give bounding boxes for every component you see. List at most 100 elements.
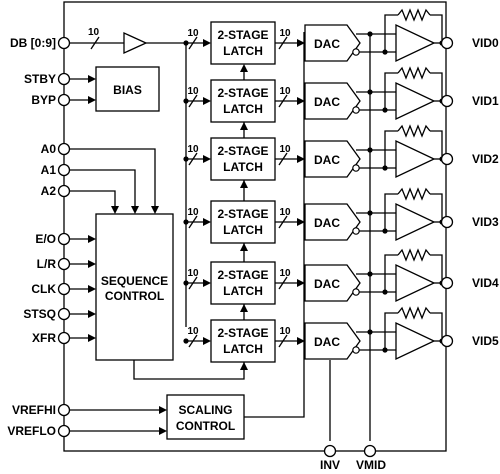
scaling-control-block: SCALING CONTROL: [70, 352, 305, 440]
bus-width-label: 10: [187, 207, 199, 218]
output-amplifier: [395, 202, 436, 242]
latch-label-1: 2-STAGE: [217, 268, 268, 282]
latch-block: [210, 319, 276, 363]
vmid-junction: [367, 210, 373, 216]
dac-label: DAC: [314, 277, 340, 291]
dac-arrow: [297, 155, 305, 163]
bus-width-label: 10: [88, 27, 100, 38]
latch-block: [210, 200, 276, 244]
latch-label-2: LATCH: [223, 102, 263, 116]
dac-label: DAC: [314, 335, 340, 349]
bus-slash: [188, 334, 198, 348]
vmid-junction: [367, 89, 373, 95]
bus-arrow: [203, 39, 211, 47]
output-amplifier: [395, 139, 436, 179]
dac-arrow: [297, 39, 305, 47]
latch-clock-arrow: [240, 180, 248, 188]
feedback-resistor: [397, 8, 431, 22]
bus-arrow: [203, 279, 211, 287]
feedback-wire: [384, 193, 398, 231]
feedback-return: [430, 254, 443, 283]
dac-bus-slash: [278, 94, 288, 108]
latch-label-1: 2-STAGE: [217, 28, 268, 42]
bus-width-label: 10: [279, 207, 291, 218]
bus-slash: [188, 276, 198, 290]
latch-block: [210, 261, 276, 305]
bottom-pin-inv: [323, 444, 337, 458]
dac-arrow: [297, 337, 305, 345]
bus-arrow: [203, 218, 211, 226]
latch-label-2: LATCH: [223, 44, 263, 58]
right-pin-vid4: [440, 276, 454, 290]
latch-label-1: 2-STAGE: [217, 86, 268, 100]
dac-out-neg-bubble: [352, 106, 360, 114]
dac-out-neg-bubble: [352, 227, 360, 235]
latch-label-1: 2-STAGE: [217, 326, 268, 340]
bus-width-label: 10: [187, 326, 199, 337]
pin-label-vid3: VID3: [472, 215, 499, 229]
pin-label-vid2: VID2: [472, 152, 499, 166]
dac-label: DAC: [314, 95, 340, 109]
right-pin-vid2: [440, 152, 454, 166]
feedback-return: [430, 312, 443, 341]
bus-arrow: [203, 337, 211, 345]
pin-label-a0: A0: [41, 142, 57, 156]
latch-label-2: LATCH: [223, 284, 263, 298]
bias-block: BIAS: [70, 66, 160, 112]
dac-label: DAC: [314, 216, 340, 230]
sequence-control-block: SEQUENCE CONTROL: [70, 213, 174, 361]
latch-clock-arrow: [240, 64, 248, 72]
vmid-junction: [367, 329, 373, 335]
output-amplifier: [395, 321, 436, 361]
bias-label: BIAS: [113, 83, 142, 97]
pin-label-byp: BYP: [31, 93, 56, 107]
left-pin-10: [57, 331, 71, 345]
pin-label-vreflo: VREFLO: [7, 424, 56, 438]
feedback-return: [430, 14, 443, 43]
bottom-pin-vmid: [363, 444, 377, 458]
feedback-wire: [384, 254, 398, 292]
latch-label-2: LATCH: [223, 223, 263, 237]
pin-label-vrefhi: VREFHI: [12, 403, 56, 417]
latch-label-1: 2-STAGE: [217, 144, 268, 158]
bus-width-label: 10: [187, 144, 199, 155]
left-pin-11: [57, 403, 71, 417]
dac-label: DAC: [314, 37, 340, 51]
scaling-label-1: SCALING: [179, 403, 233, 417]
bus-arrow: [203, 97, 211, 105]
dac-out-neg-bubble: [352, 48, 360, 56]
bus-slash: [188, 215, 198, 229]
pin-label-a2: A2: [41, 184, 57, 198]
pin-label-vid1: VID1: [472, 94, 499, 108]
feedback-wire: [384, 312, 398, 350]
dac-out-neg-bubble: [352, 164, 360, 172]
left-pin-2: [57, 93, 71, 107]
latch-label-2: LATCH: [223, 160, 263, 174]
pin-label-a1: A1: [41, 163, 57, 177]
pin-label-xfr: XFR: [32, 331, 56, 345]
bottom-pin-labels: INV VMID: [320, 458, 386, 472]
dac-bus-slash: [278, 276, 288, 290]
right-pin-vid0: [440, 36, 454, 50]
feedback-return: [430, 193, 443, 222]
feedback-return: [430, 72, 443, 101]
latch-clock-arrow: [240, 243, 248, 251]
pin-label-stsq: STSQ: [23, 307, 56, 321]
left-pin-4: [57, 163, 71, 177]
dac-bus-slash: [278, 215, 288, 229]
pin-label-inv: INV: [320, 458, 340, 472]
feedback-return: [430, 130, 443, 159]
pin-label-clk: CLK: [31, 282, 56, 296]
dac-label: DAC: [314, 153, 340, 167]
bus-arrow: [203, 155, 211, 163]
bus-slash: [188, 36, 198, 50]
latch-block: [210, 137, 276, 181]
pins: [57, 36, 454, 458]
output-amplifier: [395, 81, 436, 121]
right-pin-vid1: [440, 94, 454, 108]
pin-label-vmid: VMID: [356, 458, 386, 472]
